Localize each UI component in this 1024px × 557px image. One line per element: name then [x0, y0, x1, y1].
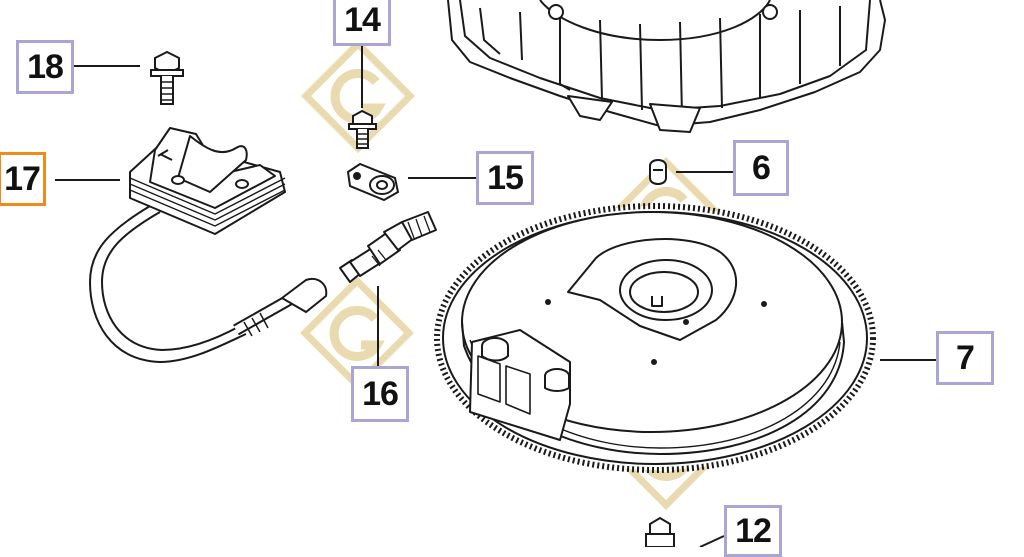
part-callout-label: 15: [487, 159, 524, 197]
flywheel-bolt-drawing: [645, 516, 675, 547]
part-callout-label: 18: [27, 48, 64, 86]
part-callout-16[interactable]: 16: [351, 366, 409, 422]
part-callout-label: 17: [4, 160, 41, 198]
part-callout-15[interactable]: 15: [476, 151, 534, 205]
screw-drawing: [348, 109, 377, 149]
ignition-coil-drawing: [129, 127, 286, 235]
spark-plug-drawing: [339, 211, 437, 283]
ht-lead-drawing: [88, 205, 328, 364]
fan-shroud-drawing: [447, 0, 886, 133]
part-callout-6[interactable]: 6: [733, 140, 789, 196]
part-callout-17[interactable]: 17: [0, 152, 46, 206]
part-callout-label: 6: [752, 149, 771, 187]
flywheel-drawing: [434, 203, 876, 473]
part-callout-7[interactable]: 7: [936, 331, 994, 385]
leader-lines: [55, 46, 936, 547]
wire-clip-drawing: [346, 162, 400, 202]
part-callout-label: 16: [362, 375, 399, 413]
part-callout-14[interactable]: 14: [333, 0, 391, 46]
part-callout-12[interactable]: 12: [724, 505, 782, 557]
key-drawing: [649, 159, 667, 185]
part-callout-18[interactable]: 18: [16, 40, 74, 94]
part-callout-label: 14: [344, 1, 381, 39]
bolt-drawing: [150, 50, 184, 105]
part-callout-label: 12: [735, 512, 772, 550]
part-callout-label: 7: [956, 339, 975, 377]
